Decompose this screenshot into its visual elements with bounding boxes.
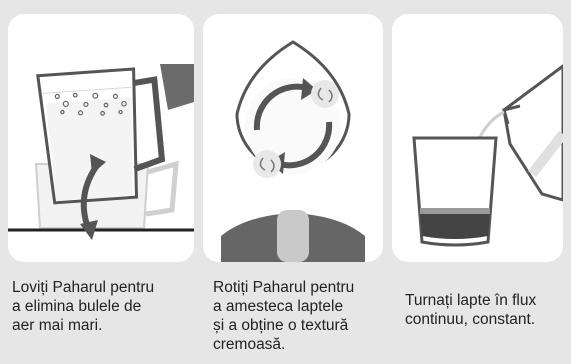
step-1-caption: Loviți Paharul pentru a elimina bulele d… xyxy=(12,278,197,335)
pour-milk-icon xyxy=(392,14,563,262)
step-2-caption: Rotiți Paharul pentru a amesteca laptele… xyxy=(213,278,383,354)
swirl-pitcher-icon xyxy=(203,14,383,262)
step-1-panel xyxy=(8,14,194,262)
step-2-panel xyxy=(203,14,383,262)
tap-pitcher-icon xyxy=(8,14,194,262)
step-3-panel xyxy=(392,14,563,262)
step-3-caption: Turnați lapte în flux continuu, constant… xyxy=(405,291,565,329)
